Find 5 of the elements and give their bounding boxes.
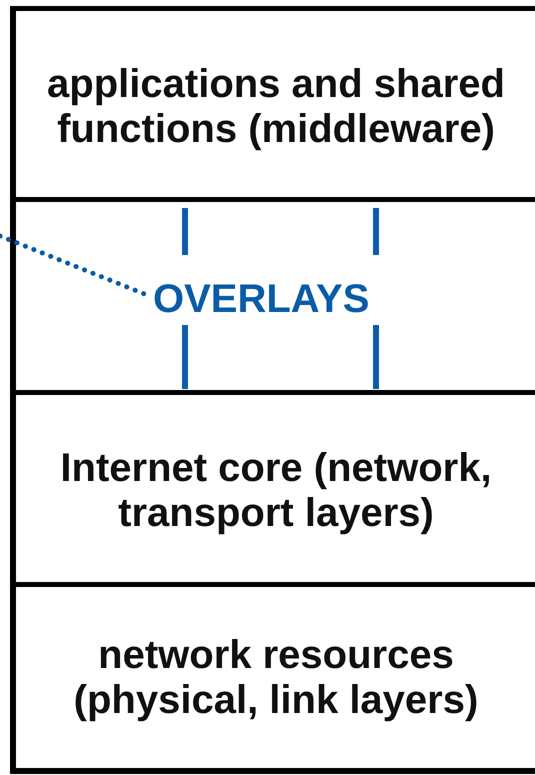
layer-box: [10, 582, 535, 774]
layer-label: applications and shared functions (middleware): [46, 62, 506, 152]
layer-label: Internet core (network, transport layers): [59, 446, 493, 536]
overlay-label: OVERLAYS: [153, 274, 370, 324]
layer-label: network resources (physical, link layers): [72, 632, 480, 722]
